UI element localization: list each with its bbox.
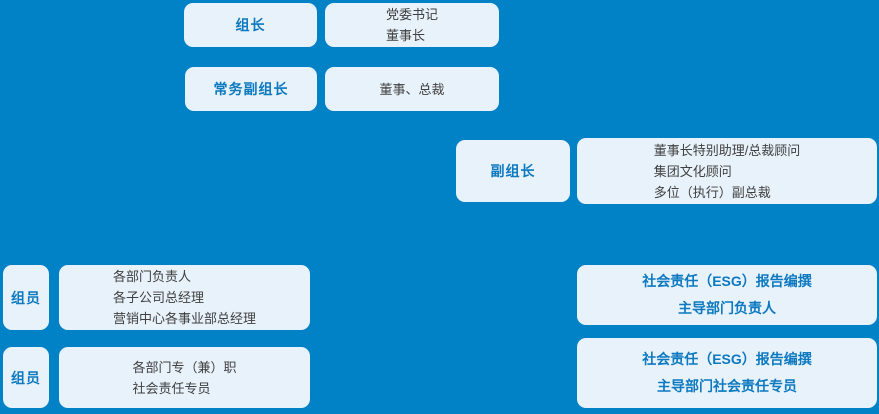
role-label: 常务副组长	[213, 81, 289, 97]
desc-box-member-1: 各部门负责人 各子公司总经理 营销中心各事业部总经理	[59, 265, 310, 330]
text-line: 社会责任（ESG）报告编撰	[642, 351, 812, 367]
text-line: 社会责任专员	[132, 380, 211, 396]
text-line: 社会责任（ESG）报告编撰	[642, 273, 812, 289]
text-line: 集团文化顾问	[653, 163, 732, 179]
role-box-deputy-leader: 副组长	[456, 140, 570, 202]
text-line: 营销中心各事业部总经理	[112, 311, 256, 326]
role-label: 组长	[235, 17, 266, 33]
text-line: 主导部门负责人	[678, 300, 776, 316]
role-box-member-2: 组员	[3, 347, 49, 408]
text-line: 多位（执行）副总裁	[653, 184, 771, 200]
role-label: 组员	[11, 289, 41, 306]
role-box-member-1: 组员	[3, 265, 49, 330]
desc-box-leader: 党委书记 董事长	[325, 3, 499, 47]
text-line: 党委书记	[385, 7, 438, 22]
text-line: 各部门专（兼）职	[132, 359, 237, 375]
esg-box-lead-dept-specialist: 社会责任（ESG）报告编撰 主导部门社会责任专员	[577, 338, 877, 408]
text-line: 主导部门社会责任专员	[657, 378, 797, 394]
text-line: 董事长	[385, 28, 425, 43]
role-label: 副组长	[490, 163, 536, 179]
text-line: 各子公司总经理	[112, 290, 204, 305]
role-box-exec-deputy-leader: 常务副组长	[185, 67, 317, 111]
text-line: 各部门负责人	[112, 269, 191, 284]
desc-box-exec-deputy-leader: 董事、总裁	[325, 67, 499, 111]
desc-box-deputy-leader: 董事长特别助理/总裁顾问 集团文化顾问 多位（执行）副总裁	[577, 138, 877, 204]
role-box-leader: 组长	[184, 3, 317, 47]
desc-box-member-2: 各部门专（兼）职 社会责任专员	[59, 347, 310, 408]
esg-box-lead-dept-head: 社会责任（ESG）报告编撰 主导部门负责人	[577, 265, 877, 325]
text-line: 董事长特别助理/总裁顾问	[653, 142, 801, 158]
role-label: 组员	[11, 369, 41, 386]
text-line: 董事、总裁	[379, 81, 445, 97]
